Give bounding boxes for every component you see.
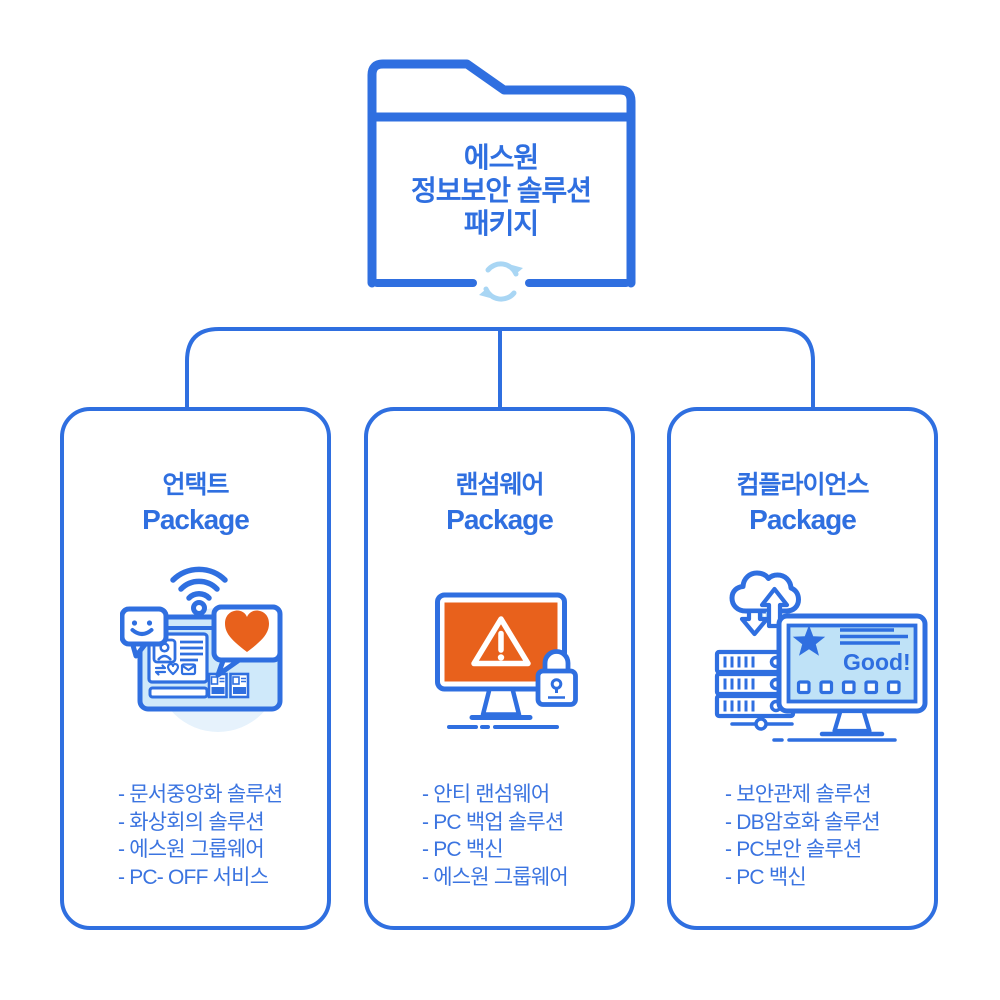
package-item: - 에스원 그룹웨어 <box>118 838 265 861</box>
ransomware-warning-lock-icon <box>435 592 578 729</box>
tablet-icon <box>137 614 283 712</box>
root-title-line: 에스원 <box>463 142 539 173</box>
card-title: 언택트 Package <box>64 469 327 538</box>
heart-outline-icon <box>166 662 180 676</box>
mini-doc-icon <box>229 672 250 699</box>
cloud-upload-icon <box>729 570 801 637</box>
wifi-icon <box>170 566 228 616</box>
refresh-icon <box>154 664 167 676</box>
package-card-compliance: 컴플라이언스 Package <box>667 407 938 930</box>
root-package-title: 에스원 정보보안 솔루션 패키지 <box>370 141 632 240</box>
card-title-en: Package <box>142 504 250 535</box>
good-label: Good! <box>843 649 911 675</box>
warning-triangle-icon <box>471 616 531 667</box>
card-title-en: Package <box>446 504 554 535</box>
package-item: - DB암호화 솔루션 <box>725 810 881 834</box>
down-arrow <box>739 608 770 637</box>
connector-lines <box>185 327 815 409</box>
package-item: - 안티 랜섬웨어 <box>422 783 550 806</box>
root-title-line: 정보보안 솔루션 <box>410 175 592 206</box>
package-card-ransomware: 랜섬웨어 Package <box>364 407 635 930</box>
package-item: - PC 백신 <box>422 838 504 861</box>
text-lines <box>840 628 908 645</box>
card-title-ko: 언택트 <box>162 471 229 499</box>
package-item: - 화상회의 솔루션 <box>118 810 265 834</box>
monitor-stand <box>480 686 522 717</box>
sync-icon <box>479 261 523 302</box>
package-item: - PC보안 솔루션 <box>725 838 862 861</box>
monitor-good-icon: Good! <box>776 613 928 737</box>
text-lines <box>180 640 203 662</box>
monitor-warning-icon <box>435 592 567 720</box>
package-card-untact: 언택트 Package <box>60 407 331 930</box>
monitor-stand <box>832 708 872 734</box>
heart-icon <box>225 610 269 652</box>
package-item-list: - 문서중앙화 솔루션 - 화상회의 솔루션 - 에스원 그룹웨어 - PC- … <box>118 781 283 891</box>
padlock-icon <box>535 649 578 707</box>
card-title-ko: 컴플라이언스 <box>736 471 869 499</box>
folder-icon <box>367 59 636 288</box>
smiley-bubble-icon <box>120 606 169 659</box>
network-node <box>754 717 768 731</box>
package-item: - PC 백업 솔루션 <box>422 810 564 834</box>
card-title-ko: 랜섬웨어 <box>455 471 544 499</box>
card-title: 컴플라이언스 Package <box>671 469 934 538</box>
compliance-server-monitor-icon: Good! <box>714 570 928 742</box>
package-item-list: - 안티 랜섬웨어 - PC 백업 솔루션 - PC 백신 - 에스원 그룹웨어 <box>422 781 569 891</box>
package-item: - 보안관제 솔루션 <box>725 783 872 806</box>
package-item: - PC- OFF 서비스 <box>118 865 269 889</box>
mail-icon <box>180 663 197 676</box>
checkbox-row <box>796 680 901 695</box>
heart-bubble-icon <box>211 604 283 678</box>
package-item: - 문서중앙화 솔루션 <box>118 783 283 806</box>
package-item: - PC 백신 <box>725 865 807 889</box>
root-title-line: 패키지 <box>463 208 539 239</box>
untact-communication-icon <box>120 566 283 732</box>
package-item: - 에스원 그룹웨어 <box>422 865 569 889</box>
card-title: 랜섬웨어 Package <box>368 469 631 538</box>
package-item-list: - 보안관제 솔루션 - DB암호화 솔루션 - PC보안 솔루션 - PC 백… <box>725 781 881 891</box>
card-title-en: Package <box>749 504 857 535</box>
star-icon <box>792 625 826 656</box>
